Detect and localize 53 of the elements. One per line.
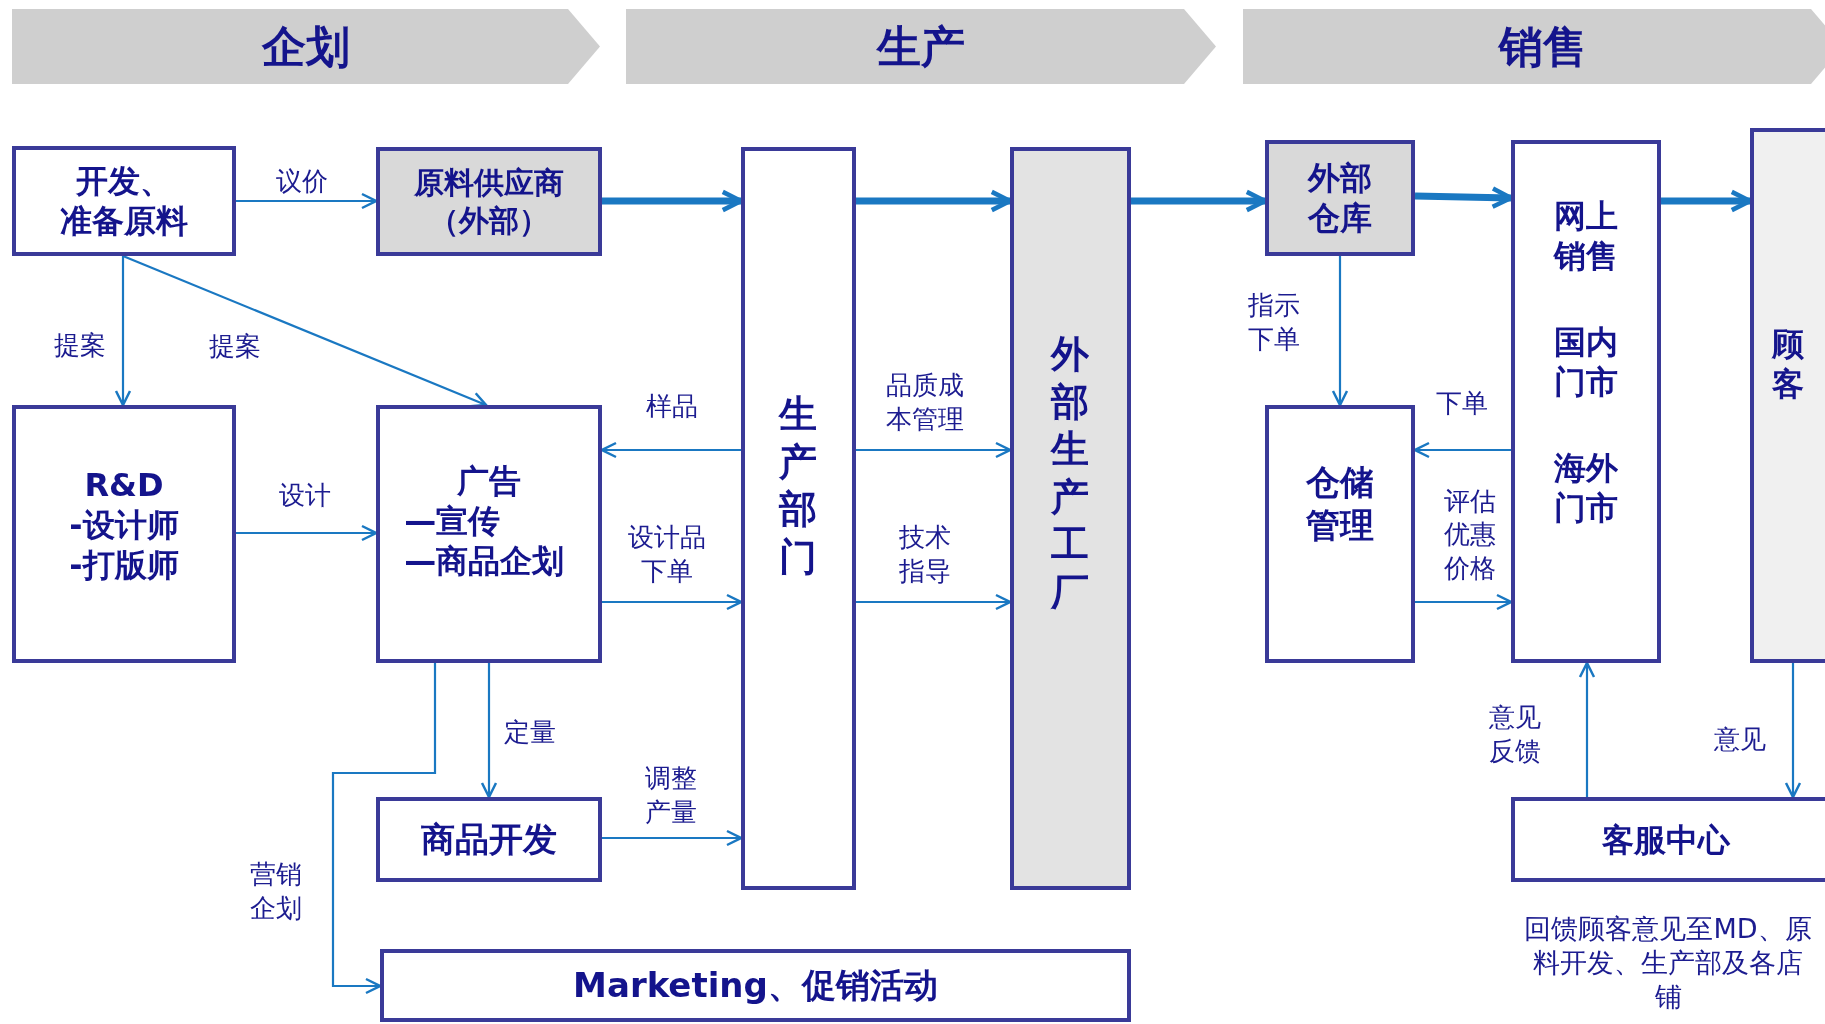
arrow	[331, 663, 437, 995]
arrow	[856, 441, 1012, 459]
arrow	[122, 255, 488, 408]
process-box	[380, 949, 1131, 1022]
arrow	[1331, 256, 1349, 407]
process-box	[376, 147, 602, 256]
stage-header	[626, 9, 1216, 84]
box-label: 广告	[456, 461, 522, 501]
box-label: 原料供应商（外部）	[413, 164, 565, 239]
box-label: Marketing、促销活动	[572, 964, 939, 1007]
arrow	[114, 256, 132, 407]
stage-title: 企划	[262, 20, 350, 74]
box-label: 外部生产工厂	[1049, 331, 1091, 616]
stage-header	[1243, 9, 1825, 84]
process-box	[1511, 797, 1825, 882]
stage-title: 生产	[877, 20, 965, 74]
box-label: 仓储管理	[1305, 461, 1375, 546]
arrow	[1415, 593, 1513, 611]
box-label: 开发、准备原料	[59, 161, 189, 241]
arrow	[236, 192, 378, 210]
process-box	[1265, 140, 1415, 256]
process-box	[741, 147, 856, 890]
arrow	[856, 593, 1012, 611]
process-box	[12, 146, 236, 256]
note-text: 回馈顾客意见至MD、原料开发、生产部及各店铺	[1523, 912, 1813, 1014]
box-label: 商品开发	[420, 818, 558, 861]
box-label: 网上销售	[1552, 196, 1619, 276]
box-label: 国内门市	[1553, 322, 1619, 402]
process-box	[1750, 128, 1825, 663]
process-box	[1010, 147, 1131, 890]
arrow	[1784, 663, 1802, 799]
process-box	[1265, 405, 1415, 663]
box-label: R&D	[83, 465, 165, 505]
box-label: 生产部门	[777, 391, 819, 581]
process-box	[1511, 140, 1661, 663]
arrow	[602, 593, 743, 611]
arrow	[1578, 661, 1596, 797]
process-box	[376, 405, 602, 663]
stage-title: 销售	[1499, 20, 1587, 74]
stage-header	[12, 9, 600, 84]
box-label: -设计师	[68, 505, 180, 545]
box-label: —商品企划	[404, 541, 566, 581]
box-label: 海外门市	[1553, 448, 1619, 528]
arrow	[236, 524, 378, 542]
box-label: —宣传	[404, 501, 502, 541]
process-box	[12, 405, 236, 663]
box-label: 顾客	[1770, 324, 1805, 404]
process-box	[376, 797, 602, 882]
box-label: 客服中心	[1601, 819, 1731, 860]
box-label: -打版师	[68, 545, 180, 585]
arrow	[602, 829, 743, 847]
box-label: 外部仓库	[1306, 158, 1373, 238]
arrow	[480, 663, 498, 799]
